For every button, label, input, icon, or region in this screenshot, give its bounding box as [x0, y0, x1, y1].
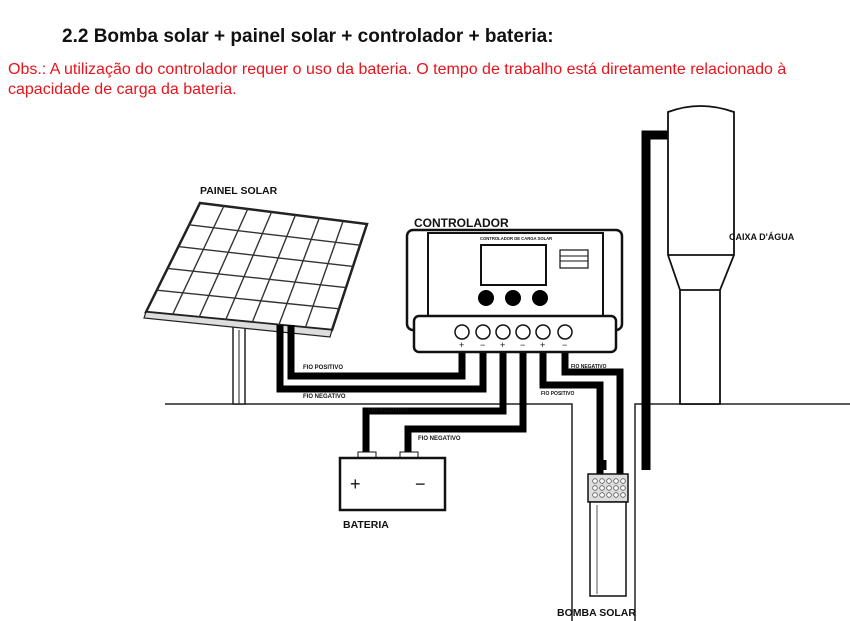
- solar-panel: PAINEL SOLAR: [143, 185, 369, 405]
- wires: [276, 130, 668, 474]
- pump-inlet-hole: [620, 485, 626, 491]
- wire-labels: FIO POSITIVO FIO NEGATIVO FIO POSITIVO F…: [303, 364, 607, 442]
- panel-cell-line: [167, 267, 347, 289]
- pump-label: BOMBA SOLAR: [557, 607, 636, 619]
- pump-inlet-hole: [592, 492, 598, 498]
- wire-label: FIO NEGATIVO: [418, 436, 461, 442]
- battery-negative-sign: −: [415, 474, 426, 494]
- panel-cell-line: [178, 245, 354, 268]
- controller-terminal: [495, 324, 511, 340]
- wire-label: FIO NEGATIVO: [303, 394, 346, 400]
- controller-terminal: [454, 324, 470, 340]
- pump-inlet-hole: [592, 478, 598, 484]
- wire-label: FIO POSITIVO: [303, 365, 343, 371]
- pump-inlet-hole: [606, 478, 612, 484]
- wire-label: FIO NEGATIVO: [571, 364, 607, 370]
- pump-inlet-hole: [620, 478, 626, 484]
- panel-label: PAINEL SOLAR: [200, 185, 278, 197]
- water-tank: CAIXA D'ÁGUA: [667, 105, 795, 405]
- terminal-sign: −: [520, 340, 525, 350]
- controller-label: CONTROLADOR: [414, 216, 509, 230]
- controller-button: [505, 290, 521, 306]
- note-text: Obs.: A utilização do controlador requer…: [8, 61, 787, 98]
- panel-cell-line: [189, 224, 361, 246]
- panel-cell-line: [251, 214, 297, 323]
- battery: + − BATERIA: [338, 451, 447, 531]
- battery-label: BATERIA: [343, 519, 389, 531]
- section-title: 2.2 Bomba solar + painel solar + control…: [62, 26, 554, 47]
- panel-cell-line: [225, 211, 273, 320]
- ground-line: [165, 403, 850, 621]
- controller-screen: [480, 244, 547, 286]
- terminal-sign: −: [562, 340, 567, 350]
- panel-cell-line: [278, 217, 320, 326]
- terminal-sign: −: [480, 340, 485, 350]
- panel-cell-line: [156, 289, 340, 310]
- pump-inlet-hole: [613, 485, 619, 491]
- controller-terminal: [535, 324, 551, 340]
- controller-terminal: [515, 324, 531, 340]
- controller-terminal: [557, 324, 573, 340]
- wire-label: FIO POSITIVO: [541, 391, 574, 397]
- pump-inlet-hole: [592, 485, 598, 491]
- pump-inlet-hole: [599, 478, 605, 484]
- panel-cell-line: [171, 205, 225, 315]
- panel-cell-line: [304, 220, 344, 328]
- pump-inlet-hole: [606, 485, 612, 491]
- pump-inlet-hole: [606, 492, 612, 498]
- controller-device-text: CONTROLADOR DE CARGA SOLAR: [480, 236, 552, 241]
- controller-button: [478, 290, 494, 306]
- pump-inlet-hole: [613, 492, 619, 498]
- charge-controller: CONTROLADOR CONTROLADOR DE CARGA SOLAR +…: [405, 216, 624, 354]
- terminal-sign: +: [459, 340, 464, 350]
- pump-inlet-hole: [620, 492, 626, 498]
- tank-label: CAIXA D'ÁGUA: [729, 232, 795, 242]
- pump-inlet-hole: [599, 492, 605, 498]
- terminal-sign: +: [540, 340, 545, 350]
- wire-label: FIO POSITIVO: [368, 408, 408, 414]
- pump-inlet-hole: [599, 485, 605, 491]
- panel-cell-line: [198, 208, 249, 318]
- terminal-sign: +: [500, 340, 505, 350]
- controller-terminal: [475, 324, 491, 340]
- controller-button: [532, 290, 548, 306]
- pump-inlet-hole: [613, 478, 619, 484]
- battery-positive-sign: +: [350, 474, 361, 494]
- solar-pump: BOMBA SOLAR: [557, 473, 636, 619]
